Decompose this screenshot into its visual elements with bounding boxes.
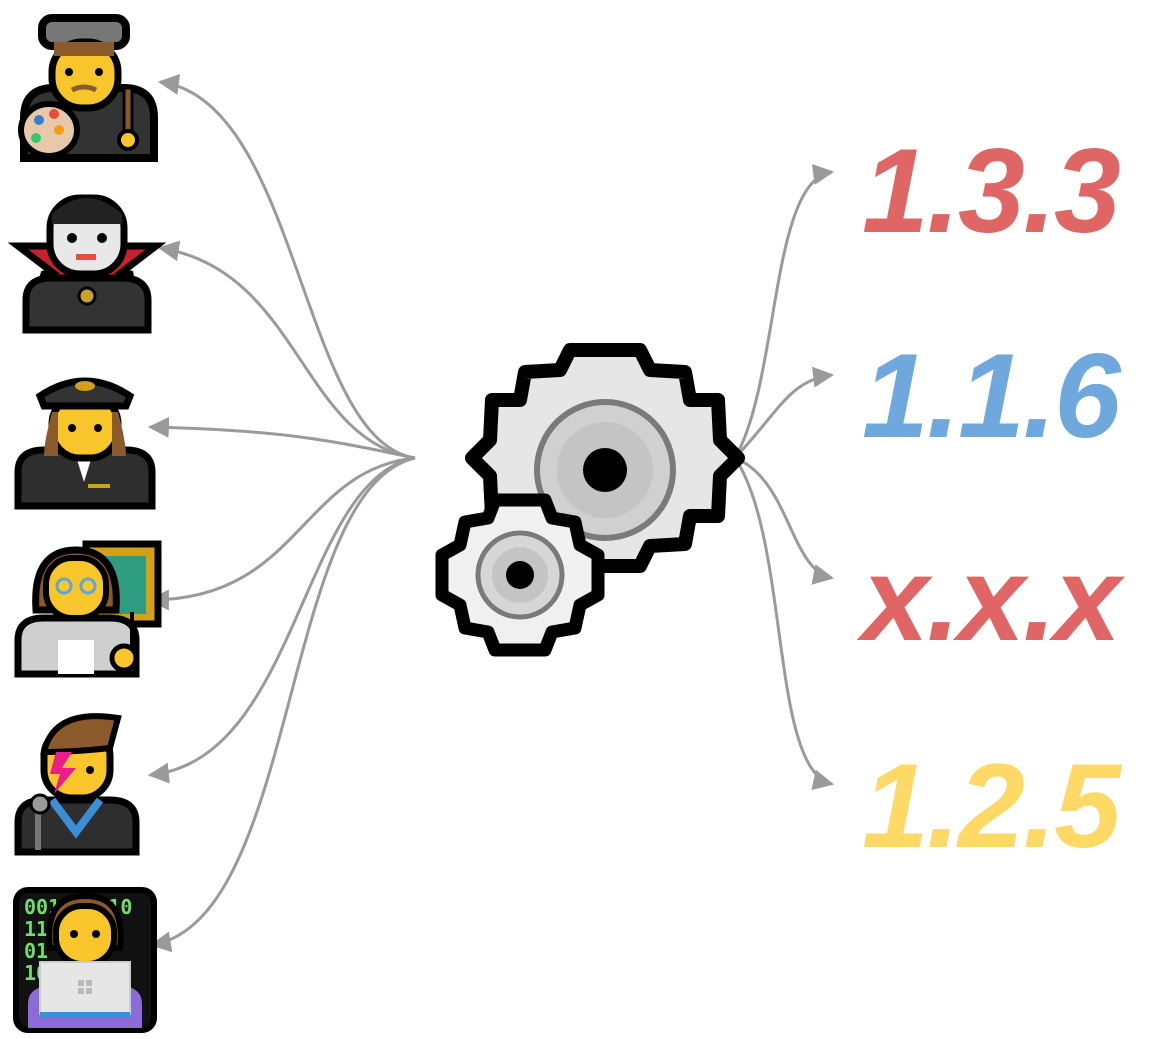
teacher-icon [14, 540, 162, 678]
pilot-icon [14, 377, 156, 510]
people-arrows [147, 74, 416, 953]
arrow-artist [157, 74, 416, 460]
version-label-3: x.x.x [856, 532, 1125, 666]
gears-icon [435, 343, 745, 657]
version-labels: 1.3.3 1.1.6 x.x.x 1.2.5 [856, 124, 1127, 873]
artist-icon [18, 14, 158, 162]
version-label-2: 1.1.6 [862, 329, 1122, 463]
arrow-singer [147, 456, 416, 784]
arrow-pilot [147, 416, 416, 460]
vampire-icon [7, 194, 167, 334]
arrow-version-1 [733, 164, 835, 459]
arrow-version-4 [733, 457, 835, 791]
version-arrows [733, 164, 835, 791]
version-label-1: 1.3.3 [862, 124, 1120, 258]
version-label-4: 1.2.5 [862, 739, 1123, 873]
arrow-teacher [147, 456, 416, 611]
arrow-version-2 [733, 366, 835, 460]
arrow-vampire [157, 240, 416, 460]
singer-icon [14, 713, 140, 856]
arrow-version-3 [734, 456, 835, 585]
arrow-technologist [149, 456, 416, 953]
